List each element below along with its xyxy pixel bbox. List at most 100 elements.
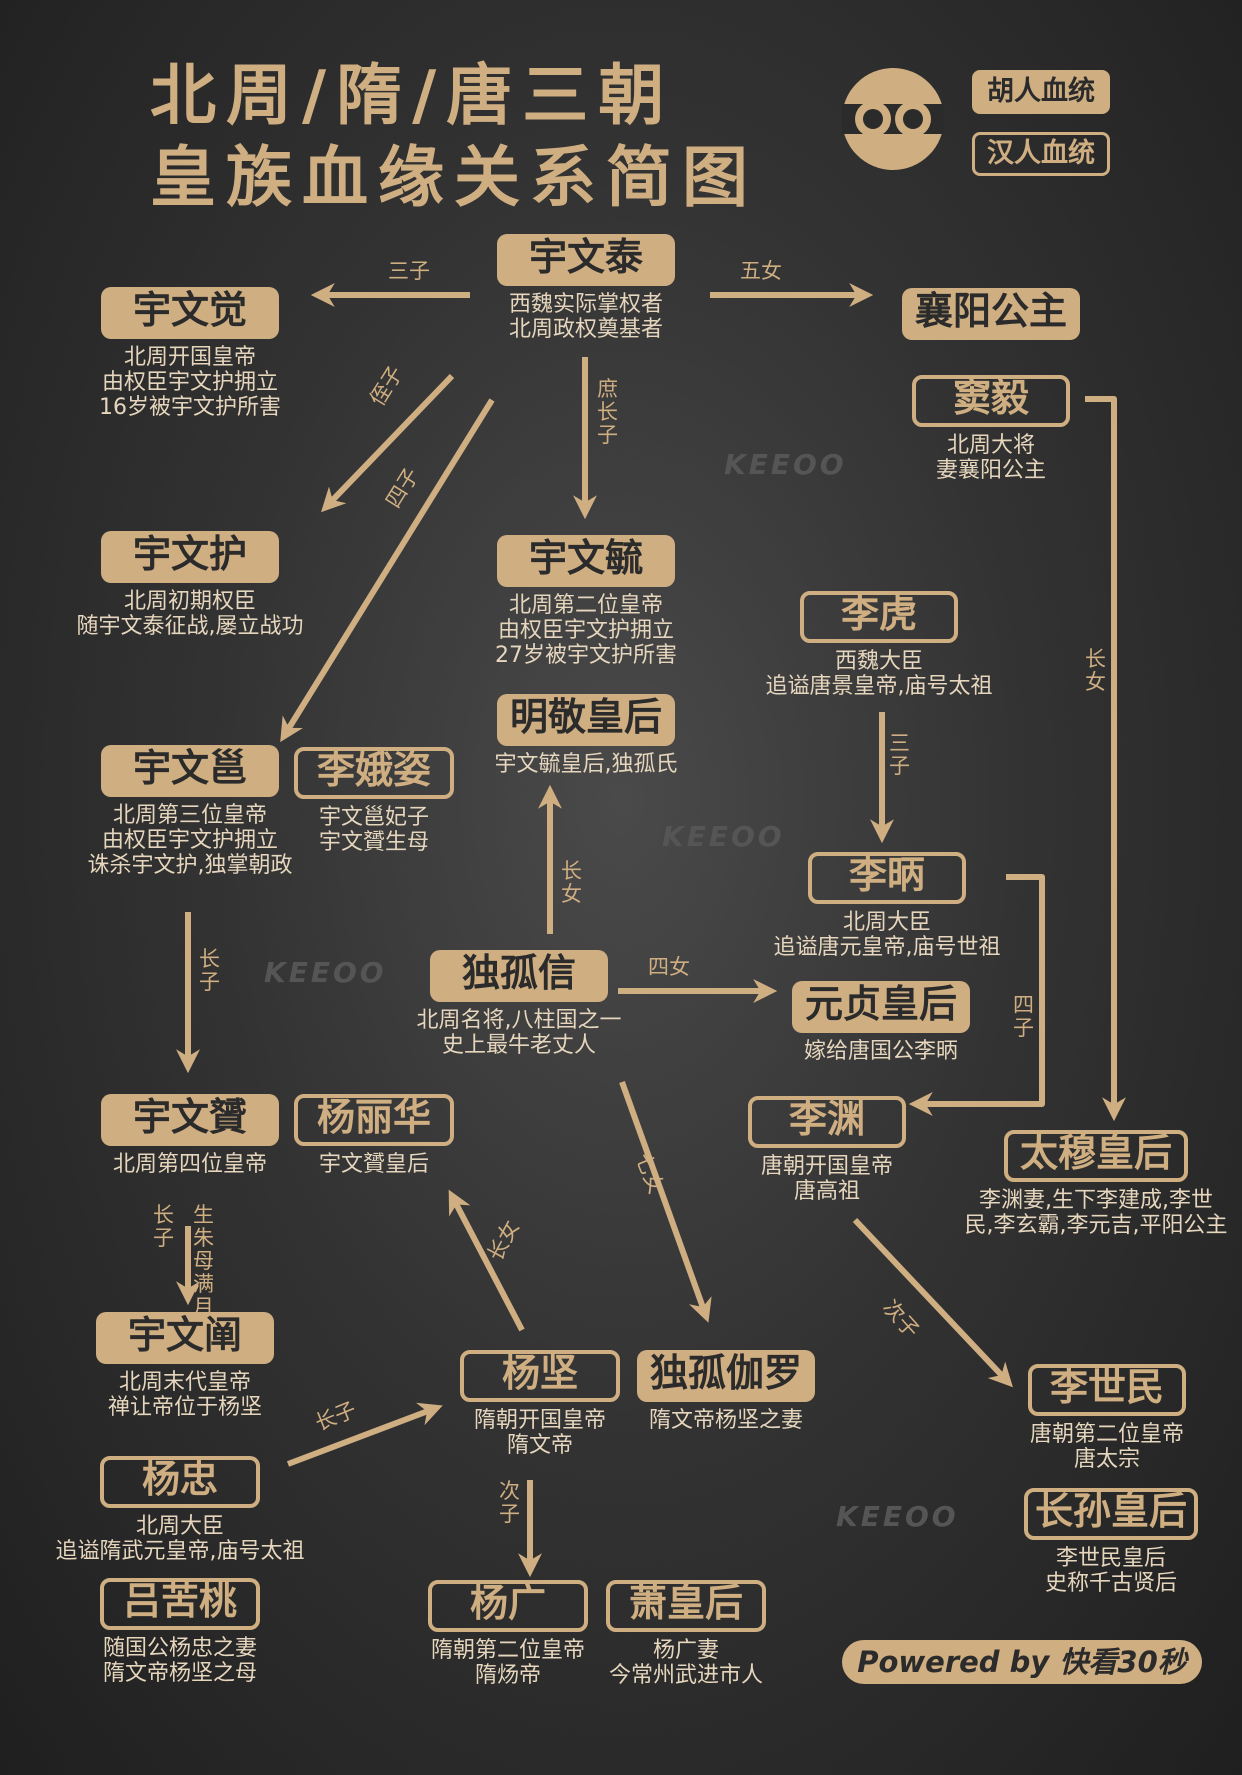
edge-label: 四女 [648,955,690,979]
person-description: 随宇文泰征战,屡立战功 [76,614,304,639]
person-name: 窦毅 [912,375,1070,427]
edge-label: 长子 [153,1203,174,1250]
edge-label: 五女 [740,259,782,283]
title-line-2: 皇族血缘关系简图 [150,138,758,216]
watermark: KEEOO [662,820,785,853]
person-name: 襄阳公主 [902,288,1080,340]
person-name: 杨坚 [460,1350,620,1402]
legend-han: 汉人血统 [972,132,1110,176]
person-description: 李渊妻,生下李建成,李世 [979,1188,1213,1213]
person-name: 宇文邕 [101,745,279,797]
edge-label: 庶长子 [597,377,618,447]
person-description: 禅让帝位于杨坚 [107,1395,262,1420]
person-name: 宇文阐 [96,1312,274,1364]
arrow-liyuan-to-lishimin [852,1217,1013,1388]
person-name: 杨丽华 [294,1094,454,1146]
person-name: 宇文毓 [497,535,675,587]
person-description: 北周开国皇帝 [123,345,256,370]
person-description: 杨广妻 [652,1638,719,1663]
person-description: 嫁给唐国公李昞 [803,1039,958,1064]
person-name: 李昞 [808,852,966,904]
person-name: 杨忠 [100,1456,260,1508]
arrow-yuwentai-to-yuwenhu [321,373,455,513]
person-description: 北周末代皇帝 [118,1370,251,1395]
person-description: 北周第四位皇帝 [112,1152,267,1177]
person-description: 由权臣宇文护拥立 [101,828,278,853]
person-name: 李娥姿 [294,747,454,799]
person-description: 诛杀宇文护,独掌朝政 [87,853,293,878]
person-description: 隋文帝 [506,1433,573,1458]
person-description: 追谥唐元皇帝,庙号世祖 [773,935,1001,960]
legend-hu: 胡人血统 [972,70,1110,114]
person-description: 宇文贇生母 [318,830,429,855]
person-name: 杨广 [428,1580,588,1632]
person-description: 唐太宗 [1073,1447,1140,1472]
powered-by-badge: Powered by 快看30秒 [842,1640,1202,1684]
person-description: 唐高祖 [793,1179,860,1204]
person-name: 独孤信 [430,950,608,1002]
person-name: 李虎 [800,591,958,643]
person-description: 唐朝第二位皇帝 [1029,1422,1184,1447]
person-name: 元贞皇后 [792,981,970,1033]
edge-label: 次子 [499,1479,520,1526]
person-description: 隋朝开国皇帝 [473,1408,606,1433]
person-description: 宇文贇皇后 [318,1152,429,1177]
edge-label: 三子 [388,259,430,283]
person-description: 隋文帝杨坚之母 [102,1661,257,1686]
person-name: 吕苦桃 [100,1578,260,1630]
person-description: 西魏实际掌权者 [508,292,663,317]
person-description: 隋朝第二位皇帝 [430,1638,585,1663]
arrow-douyi-to-taimu [1085,396,1126,1122]
person-description: 民,李玄霸,李元吉,平阳公主 [964,1213,1228,1238]
person-description: 唐朝开国皇帝 [760,1154,893,1179]
person-description: 北周名将,八柱国之一 [416,1008,622,1033]
person-description: 史称千古贤后 [1044,1571,1177,1596]
person-description: 追谥隋武元皇帝,庙号太祖 [55,1539,305,1564]
watermark: KEEOO [836,1500,959,1533]
edge-label: 长子 [199,947,220,994]
person-name: 独孤伽罗 [637,1350,815,1402]
title-line-1: 北周/隋/唐三朝 [150,56,675,134]
person-description: 北周初期权臣 [123,589,256,614]
person-description: 北周第三位皇帝 [112,803,267,828]
person-description: 隋文帝杨坚之妻 [648,1408,803,1433]
watermark: KEEOO [264,956,387,989]
arrow-dugu-to-duguqieluo [619,1080,712,1323]
person-description: 北周大将 [946,433,1035,458]
person-description: 随国公杨忠之妻 [102,1636,257,1661]
person-description: 隋炀帝 [474,1663,541,1688]
edge-label: 三子 [889,731,910,778]
person-name: 李世民 [1028,1364,1186,1416]
person-description: 妻襄阳公主 [935,458,1046,483]
person-description: 宇文邕妃子 [318,805,429,830]
person-name: 宇文贇 [101,1094,279,1146]
edge-label: 生朱母满月 [193,1203,214,1319]
person-name: 宇文护 [101,531,279,583]
person-description: 27岁被宇文护所害 [495,643,677,668]
person-description: 16岁被宇文护所害 [99,395,281,420]
person-description: 由权臣宇文护拥立 [497,618,674,643]
person-description: 北周大臣 [135,1514,224,1539]
arrow-yuwentai-to-yuwenyong [280,398,495,743]
watermark: KEEOO [724,448,847,481]
person-description: 史上最牛老丈人 [441,1033,596,1058]
edge-label: 长女 [1085,647,1106,694]
logo [840,66,946,172]
person-description: 追谥唐景皇帝,庙号太祖 [765,674,993,699]
edge-label: 四子 [1013,993,1034,1040]
person-name: 太穆皇后 [1004,1130,1188,1182]
person-description: 北周第二位皇帝 [508,593,663,618]
person-description: 李世民皇后 [1055,1546,1166,1571]
person-name: 萧皇后 [606,1580,766,1632]
person-description: 西魏大臣 [834,649,923,674]
edge-label: 长女 [561,859,582,906]
person-name: 李渊 [748,1096,906,1148]
person-name: 宇文泰 [497,234,675,286]
person-description: 宇文毓皇后,独孤氏 [494,752,678,777]
person-name: 明敬皇后 [497,694,675,746]
person-description: 北周大臣 [842,910,931,935]
arrow-yangjian-to-yanglihua [448,1189,525,1332]
person-description: 今常州武进市人 [608,1663,763,1688]
arrow-libing-to-liyuan [908,874,1045,1116]
